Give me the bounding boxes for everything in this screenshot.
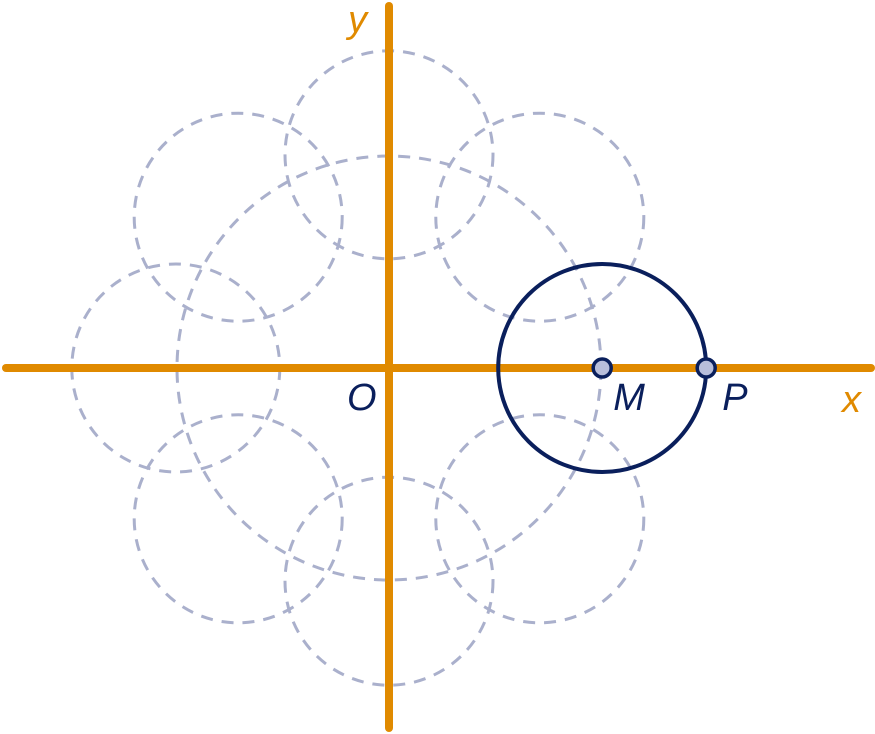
x-axis-label: x bbox=[840, 379, 863, 421]
ghost-circle-5 bbox=[132, 413, 344, 625]
y-axis-label: y bbox=[345, 0, 369, 41]
origin-label: O bbox=[347, 377, 377, 419]
ghost-circle-3 bbox=[132, 111, 344, 323]
point-m-label: M bbox=[613, 377, 645, 419]
point-p bbox=[695, 357, 717, 379]
ghost-circle-2 bbox=[434, 111, 646, 323]
ghost-circle-6 bbox=[434, 413, 646, 625]
point-p-label: P bbox=[722, 377, 748, 419]
point-m bbox=[591, 357, 613, 379]
